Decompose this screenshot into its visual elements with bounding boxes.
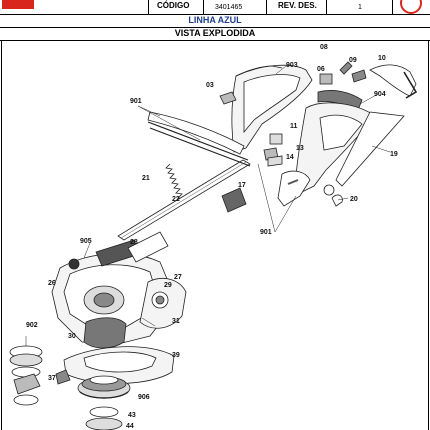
divider (392, 0, 393, 14)
part-label-17: 17 (238, 182, 246, 189)
rev-label: REV. DES. (278, 1, 317, 10)
divider (326, 0, 327, 14)
exploded-view-drawing: 03 06 08 09 10 11 13 14 17 19 20 21 22 2… (9, 44, 418, 430)
part-label-21: 21 (142, 175, 150, 182)
part-label-19: 19 (390, 151, 398, 158)
brand-seal-logo (400, 0, 422, 14)
rev-value: 1 (358, 4, 362, 11)
part-label-902: 902 (26, 322, 38, 329)
view-title: VISTA EXPLODIDA (0, 27, 430, 41)
part-label-901-lower: 901 (260, 229, 272, 236)
part-label-27: 27 (174, 274, 182, 281)
brand-logo (2, 0, 34, 9)
part-label-14: 14 (286, 154, 294, 161)
codigo-value: 3401465 (215, 4, 243, 11)
part-label-26: 26 (48, 280, 56, 287)
part-label-44: 44 (126, 423, 134, 430)
part-label-08: 08 (320, 44, 328, 51)
divider (203, 0, 204, 14)
part-label-20: 20 (350, 196, 358, 203)
part-label-37: 37 (48, 375, 56, 382)
part-label-29: 29 (164, 282, 172, 289)
part-label-39: 39 (172, 352, 180, 359)
part-label-30: 30 (68, 333, 76, 340)
part-labels: 03 06 08 09 10 11 13 14 17 19 20 21 22 2… (26, 44, 398, 430)
line-title: LINHA AZUL (0, 14, 430, 28)
part-label-43: 43 (128, 412, 136, 419)
part-label-906: 906 (138, 394, 150, 401)
part-label-31: 31 (172, 318, 180, 325)
part-label-22: 22 (172, 196, 180, 203)
part-label-09: 09 (349, 57, 357, 64)
part-label-11: 11 (290, 123, 298, 130)
part-label-03: 03 (206, 82, 214, 89)
part-label-28: 28 (130, 239, 138, 246)
part-label-06: 06 (317, 66, 325, 73)
divider (148, 0, 149, 14)
part-label-10: 10 (378, 55, 386, 62)
part-label-905: 905 (80, 238, 92, 245)
codigo-label: CÓDIGO (157, 1, 190, 10)
divider (266, 0, 267, 14)
part-label-903: 903 (286, 62, 298, 69)
document-header: CÓDIGO 3401465 REV. DES. 1 (0, 0, 430, 15)
part-label-13: 13 (296, 145, 304, 152)
part-label-904: 904 (374, 91, 386, 98)
part-label-901-upper: 901 (130, 98, 142, 105)
